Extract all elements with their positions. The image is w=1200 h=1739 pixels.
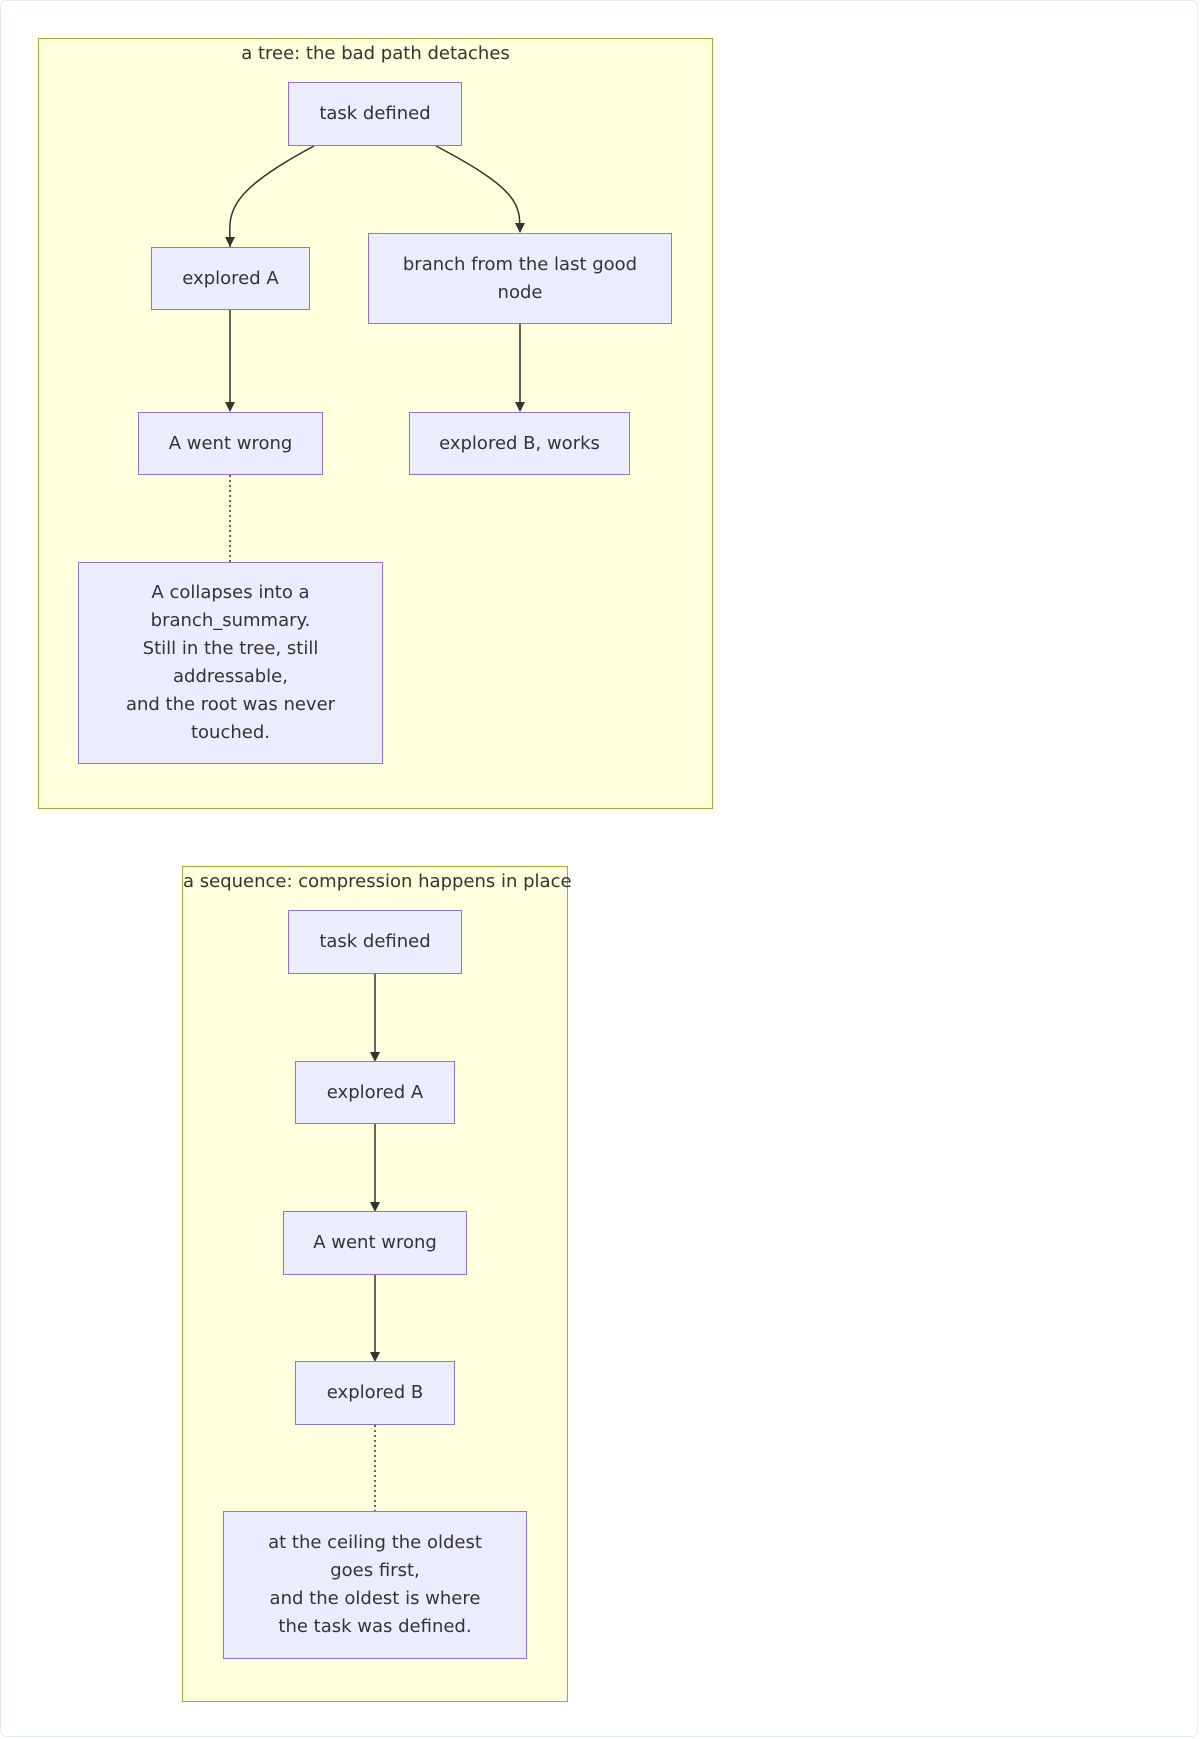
tree-node-explored-b-label: explored B, works (439, 432, 600, 454)
tree-node-explored-a-label: explored A (182, 267, 279, 289)
tree-node-branch: branch from the last good node (368, 233, 672, 324)
seq-node-task-defined-label: task defined (319, 931, 431, 952)
tree-node-explored-a: explored A (151, 247, 310, 310)
seq-node-explored-b: explored B (295, 1361, 455, 1425)
seq-node-explored-b-label: explored B (326, 1382, 424, 1403)
tree-node-task-defined: task defined (288, 82, 462, 146)
tree-node-explored-b: explored B, works (409, 412, 630, 475)
tree-node-task-defined-label: task defined (319, 103, 431, 124)
tree-node-summary: A collapses into a branch_summary. Still… (78, 562, 383, 764)
seq-node-task-defined: task defined (288, 910, 462, 974)
tree-node-branch-label: branch from the last good node (402, 253, 638, 303)
seq-node-a-went-wrong: A went wrong (283, 1211, 467, 1275)
tree-node-a-went-wrong: A went wrong (138, 412, 323, 475)
seq-node-note-label: at the ceiling the oldest goes first, an… (268, 1532, 482, 1637)
seq-node-explored-a: explored A (295, 1061, 455, 1124)
tree-cluster-title: a tree: the bad path detaches (241, 43, 510, 64)
tree-node-a-went-wrong-label: A went wrong (168, 432, 293, 454)
tree-node-summary-label: A collapses into a branch_summary. Still… (125, 582, 336, 743)
seq-node-explored-a-label: explored A (326, 1081, 424, 1103)
seq-node-a-went-wrong-label: A went wrong (313, 1232, 437, 1253)
seq-node-note: at the ceiling the oldest goes first, an… (223, 1511, 527, 1659)
sequence-cluster-title: a sequence: compression happens in place (183, 871, 572, 892)
